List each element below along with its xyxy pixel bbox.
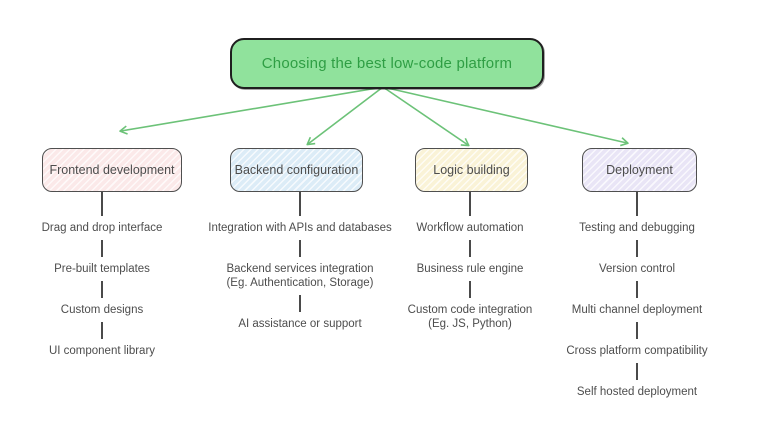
logic-items-column: Workflow automation Business rule engine… [370,192,570,331]
item-connector-line [636,192,638,216]
branch-label: Backend configuration [234,163,359,177]
diagram-text-node[interactable]: Drag and drop interface [41,222,163,234]
arrow-root-to-logic [382,86,470,147]
arrow-root-to-deployment [382,86,629,147]
item-connector-line [299,295,301,312]
branch-label: Logic building [433,163,510,177]
branch-label: Deployment [606,163,673,177]
diagram-text-node[interactable]: AI assistance or support [238,318,362,330]
branch-node-deployment[interactable]: Deployment [582,148,697,192]
arrow-root-to-frontend [119,86,384,135]
item-connector-line [469,192,471,216]
branch-node-frontend-development[interactable]: Frontend development [42,148,182,192]
item-connector-line [636,281,638,298]
diagram-text-node[interactable]: Version control [598,263,676,275]
diagram-text-node[interactable]: Integration with APIs and databases [208,222,392,234]
item-connector-line [469,240,471,257]
item-connector-line [101,322,103,339]
branch-label: Frontend development [49,163,175,177]
item-connector-line [469,281,471,298]
backend-items-column: Integration with APIs and databases Back… [200,192,400,331]
diagram-text-node[interactable]: Backend services integration (Eg. Authen… [226,263,374,289]
item-connector-line [101,192,103,216]
branch-node-logic-building[interactable]: Logic building [415,148,528,192]
branch-node-backend-configuration[interactable]: Backend configuration [230,148,363,192]
diagram-text-node[interactable]: Workflow automation [416,222,524,234]
item-connector-line [636,240,638,257]
item-connector-line [299,240,301,257]
item-connector-line [299,192,301,216]
diagram-text-node[interactable]: Pre-built templates [54,263,150,275]
item-connector-line [636,363,638,380]
diagram-text-node[interactable]: Business rule engine [416,263,524,275]
diagram-text-node[interactable]: Testing and debugging [579,222,695,234]
arrow-root-to-backend [306,86,384,146]
diagram-text-node[interactable]: Cross platform compatibility [566,345,708,357]
root-node-label: Choosing the best low-code platform [261,55,513,72]
diagram-text-node[interactable]: Self hosted deployment [576,386,698,398]
diagram-text-node[interactable]: Multi channel deployment [571,304,703,316]
diagram-text-node[interactable]: Custom code integration (Eg. JS, Python) [407,304,533,330]
diagram-text-node[interactable]: Custom designs [60,304,144,316]
item-connector-line [101,281,103,298]
item-connector-line [636,322,638,339]
frontend-items-column: Drag and drop interface Pre-built templa… [2,192,202,358]
item-connector-line [101,240,103,257]
deployment-items-column: Testing and debugging Version control Mu… [537,192,737,399]
root-node[interactable]: Choosing the best low-code platform [230,38,544,89]
diagram-text-node[interactable]: UI component library [48,345,156,357]
